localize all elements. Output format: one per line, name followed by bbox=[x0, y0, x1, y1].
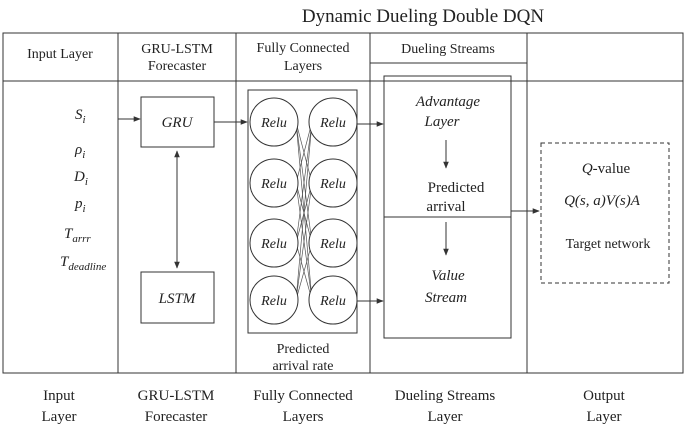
caption-dueling-line1: Dueling Streams bbox=[395, 388, 496, 404]
gru-box bbox=[140, 96, 215, 148]
caption-input-line1: Input bbox=[43, 388, 75, 404]
header-dueling: Dueling Streams bbox=[401, 42, 495, 57]
fc-caption-line1: Predicted bbox=[277, 342, 330, 357]
target-network-label: Target network bbox=[566, 237, 651, 252]
q-formula: Q(s, a)V(s)A bbox=[564, 193, 641, 209]
fc-nodes: Relu Relu Relu Relu Relu Relu Relu Relu bbox=[249, 97, 358, 325]
relu-label: Relu bbox=[260, 294, 287, 309]
predicted-label-line2: arrival bbox=[426, 199, 465, 215]
diagram-title: Dynamic Dueling Double DQN bbox=[302, 6, 544, 27]
relu-label: Relu bbox=[260, 237, 287, 252]
header-fc-line2: Layers bbox=[284, 59, 322, 74]
advantage-label-line2: Layer bbox=[424, 114, 460, 130]
lstm-label: LSTM bbox=[158, 291, 197, 307]
caption-input-line2: Layer bbox=[42, 409, 77, 425]
relu-node bbox=[249, 218, 299, 268]
input-var-d: Di bbox=[73, 169, 88, 188]
relu-node bbox=[249, 97, 299, 147]
caption-fc-line1: Fully Connected bbox=[253, 388, 353, 404]
header-forecaster-line1: GRU-LSTM bbox=[141, 42, 213, 57]
relu-node bbox=[249, 275, 299, 325]
output-box bbox=[540, 142, 670, 284]
lstm-box bbox=[140, 271, 215, 324]
caption-output-line1: Output bbox=[583, 388, 626, 404]
gru-label: GRU bbox=[162, 115, 194, 131]
relu-node bbox=[308, 158, 358, 208]
input-var-s: Si bbox=[75, 107, 86, 126]
fc-connections bbox=[295, 121, 313, 301]
input-var-p: pi bbox=[74, 196, 86, 215]
input-var-rho: ρi bbox=[74, 142, 85, 161]
input-variables: Si ρi Di pi Tarrr Tdeadline bbox=[60, 107, 106, 273]
value-label-line2: Stream bbox=[425, 290, 467, 306]
relu-label: Relu bbox=[260, 116, 287, 131]
caption-output-line2: Layer bbox=[587, 409, 622, 425]
predicted-label-line1: Predicted bbox=[428, 180, 485, 196]
relu-node bbox=[308, 218, 358, 268]
dueling-box bbox=[383, 75, 512, 339]
value-label-line1: Value bbox=[431, 268, 465, 284]
caption-dueling-line2: Layer bbox=[428, 409, 463, 425]
relu-node bbox=[308, 275, 358, 325]
relu-node bbox=[249, 158, 299, 208]
relu-label: Relu bbox=[319, 237, 346, 252]
header-input-layer: Input Layer bbox=[27, 47, 93, 62]
relu-label: Relu bbox=[319, 177, 346, 192]
header-fc-line1: Fully Connected bbox=[257, 41, 350, 56]
qvalue-label: Q-value bbox=[582, 161, 631, 177]
relu-label: Relu bbox=[319, 116, 346, 131]
advantage-label-line1: Advantage bbox=[415, 94, 480, 110]
fc-caption-line2: arrival rate bbox=[272, 359, 333, 374]
relu-label: Relu bbox=[319, 294, 346, 309]
input-var-t-arr: Tarrr bbox=[64, 226, 91, 245]
relu-label: Relu bbox=[260, 177, 287, 192]
caption-forecaster-line1: GRU-LSTM bbox=[138, 388, 215, 404]
caption-fc-line2: Layers bbox=[283, 409, 324, 425]
relu-node bbox=[308, 97, 358, 147]
caption-forecaster-line2: Forecaster bbox=[145, 409, 207, 425]
header-forecaster-line2: Forecaster bbox=[148, 59, 207, 74]
input-var-t-deadline: Tdeadline bbox=[60, 254, 106, 273]
fc-container bbox=[247, 89, 358, 334]
outer-frame bbox=[2, 32, 684, 374]
